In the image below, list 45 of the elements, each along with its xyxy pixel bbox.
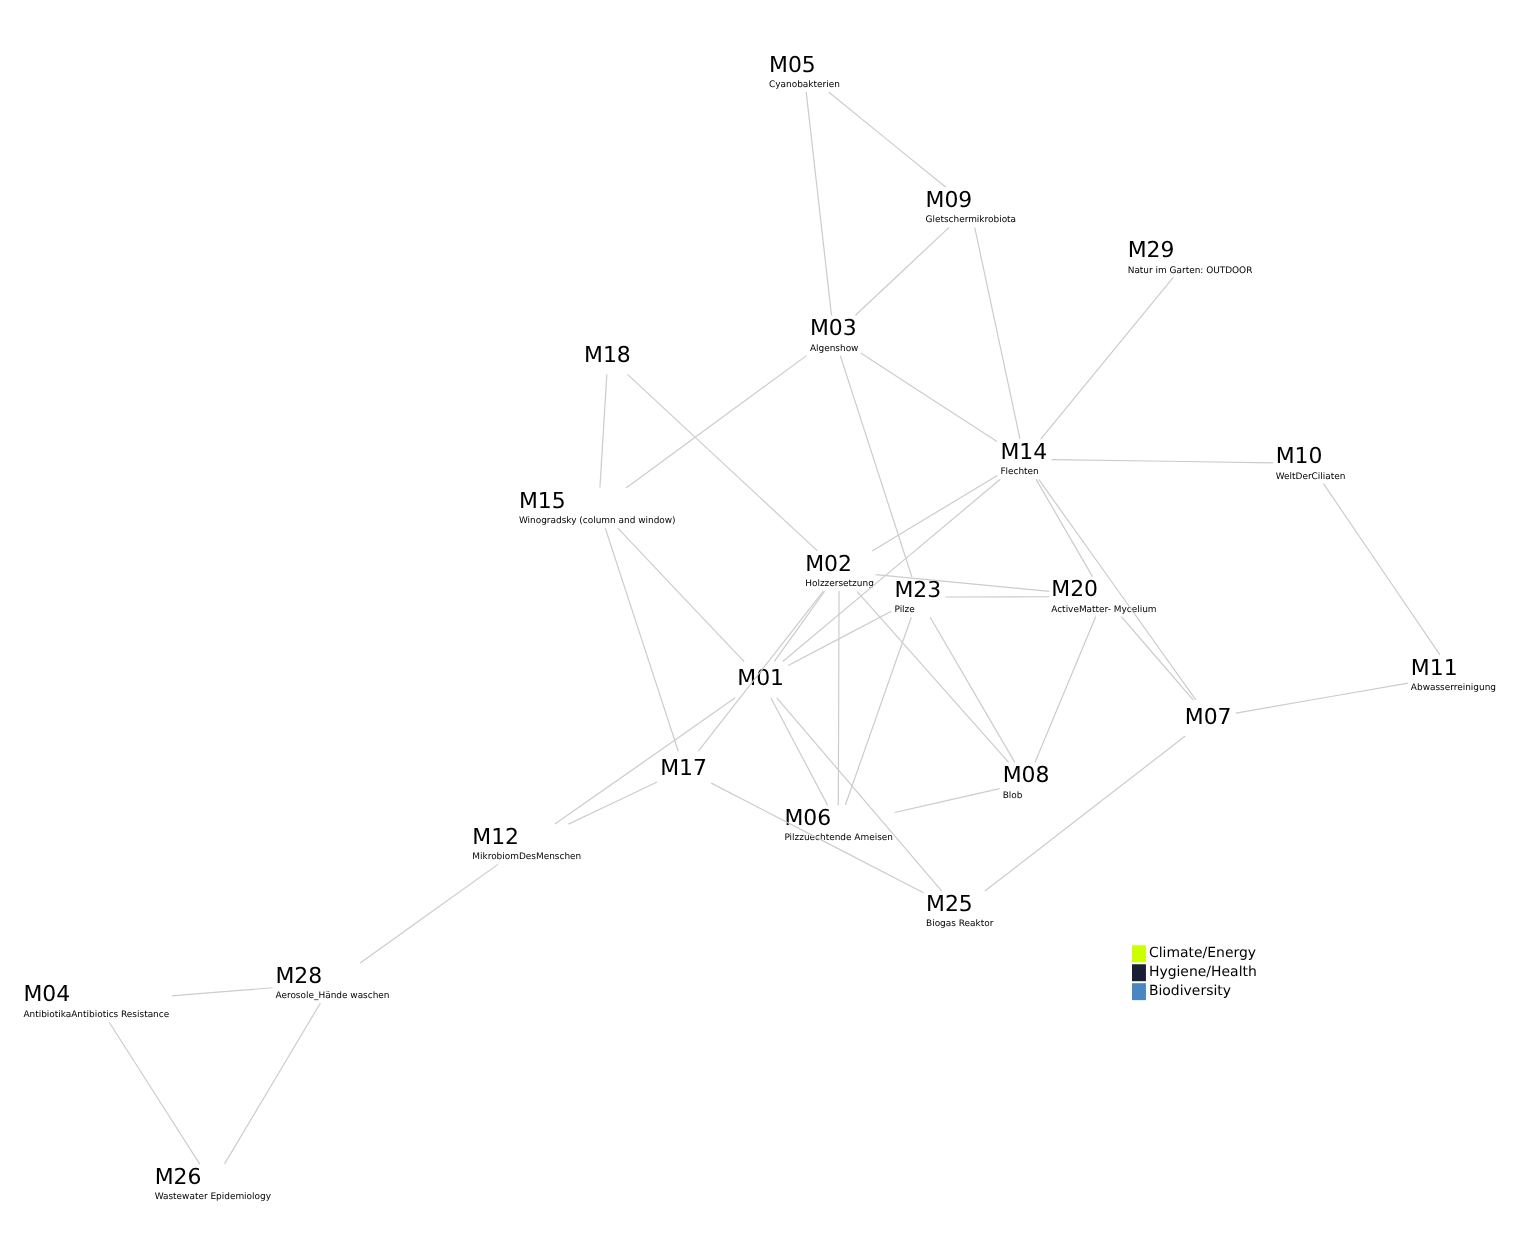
connector bbox=[1235, 681, 1409, 713]
connector bbox=[805, 90, 833, 315]
connector bbox=[984, 734, 1186, 891]
connector bbox=[224, 1001, 321, 1164]
connector bbox=[776, 696, 943, 891]
connector bbox=[871, 473, 998, 551]
connector bbox=[854, 225, 950, 315]
connector bbox=[1040, 275, 1174, 439]
node-text: M01 bbox=[737, 664, 785, 691]
connector bbox=[1050, 457, 1274, 463]
connector bbox=[626, 372, 818, 551]
connector bbox=[828, 90, 947, 187]
connector bbox=[929, 615, 1016, 762]
connector bbox=[108, 1020, 201, 1164]
connector bbox=[944, 595, 1050, 597]
connector bbox=[617, 526, 745, 662]
connector bbox=[567, 780, 658, 824]
connector bbox=[773, 589, 826, 661]
connector bbox=[844, 615, 912, 805]
connector bbox=[875, 573, 1050, 591]
connector bbox=[1038, 477, 1197, 700]
connector bbox=[710, 781, 925, 893]
connector bbox=[697, 589, 824, 751]
connector bbox=[974, 225, 1021, 439]
connector bbox=[554, 696, 736, 824]
connector bbox=[894, 787, 1001, 813]
connector bbox=[359, 862, 499, 963]
connector bbox=[839, 354, 913, 577]
connector bbox=[599, 372, 608, 488]
connector bbox=[787, 609, 892, 666]
connector bbox=[625, 354, 808, 488]
node-text: M17 bbox=[660, 753, 708, 780]
connector bbox=[837, 589, 840, 805]
connector bbox=[604, 526, 679, 751]
connector bbox=[1035, 477, 1094, 577]
connector bbox=[770, 696, 829, 805]
connector bbox=[1034, 614, 1097, 762]
connector bbox=[860, 351, 998, 442]
node-text: M07 bbox=[1184, 702, 1232, 729]
connector bbox=[856, 589, 1010, 762]
connector bbox=[1322, 482, 1441, 655]
connector bbox=[782, 477, 1001, 662]
connector bbox=[1120, 615, 1194, 700]
node-text: M18 bbox=[584, 340, 631, 367]
connector bbox=[171, 986, 274, 996]
